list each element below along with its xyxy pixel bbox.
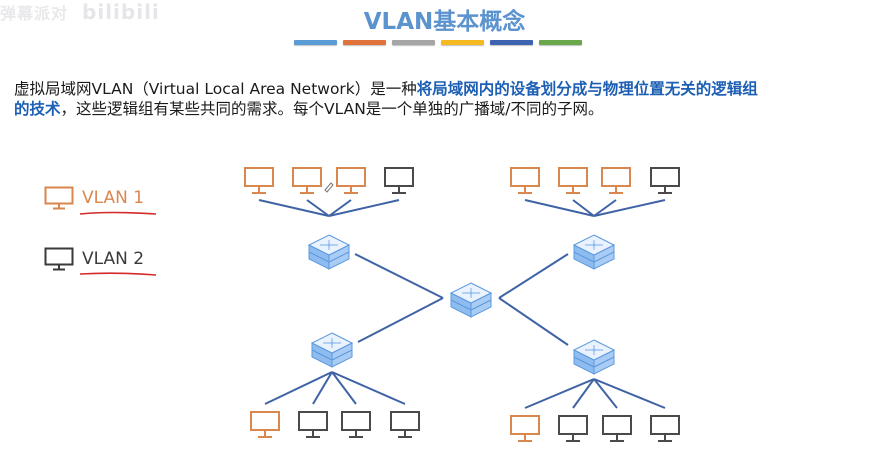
definition-paragraph: 虚拟局域网VLAN（Virtual Local Area Network）是一种… — [14, 79, 884, 119]
legend-text: VLAN 2 — [82, 249, 145, 269]
monitor-icon — [250, 411, 280, 438]
paragraph-highlight: 将局域网内的设备划分成与物理位置无关的逻辑组 — [416, 80, 758, 98]
network-link — [524, 199, 595, 217]
network-link — [593, 199, 666, 217]
monitor-icon — [292, 167, 322, 194]
core-switch-icon — [449, 282, 493, 318]
annotation-underline — [79, 211, 157, 215]
switch-top-right-icon — [572, 234, 616, 270]
monitor-icon — [602, 415, 632, 442]
monitor-icon — [650, 415, 680, 442]
monitor-icon — [244, 167, 274, 194]
bilibili-logo: bilibili — [82, 0, 160, 24]
paragraph-text: ，这些逻辑组有某些共同的需求。每个VLAN是一个单独的广播域/不同的子网。 — [60, 100, 604, 118]
monitor-icon — [390, 411, 420, 438]
monitor-icon — [601, 167, 631, 194]
legend-label: VLAN 2 — [79, 249, 157, 276]
network-link — [572, 378, 595, 409]
monitor-icon — [341, 411, 371, 438]
network-link — [593, 378, 618, 409]
color-bar — [490, 40, 533, 45]
annotation-underline — [79, 272, 157, 276]
color-bar — [392, 40, 435, 45]
paragraph-text: 虚拟局域网VLAN（Virtual Local Area Network）是一种 — [14, 80, 417, 98]
network-link — [306, 199, 330, 217]
legend-vlan1: VLAN 1 — [44, 186, 157, 215]
monitor-icon — [558, 415, 588, 442]
monitor-icon — [298, 411, 328, 438]
monitor-icon — [558, 167, 588, 194]
network-link — [498, 297, 569, 346]
network-link — [498, 253, 569, 299]
network-link — [593, 378, 666, 409]
network-link — [593, 199, 617, 217]
monitor-icon — [510, 415, 540, 442]
network-link — [264, 371, 333, 405]
color-bar — [343, 40, 386, 45]
network-link — [354, 253, 444, 299]
legend-label: VLAN 1 — [79, 188, 157, 215]
pencil-cursor-icon — [324, 182, 334, 193]
watermark: 弹幕派对 bilibili — [0, 0, 160, 24]
switch-bottom-left-icon — [310, 332, 354, 368]
legend-text: VLAN 1 — [82, 188, 145, 208]
switch-bottom-right-icon — [572, 339, 616, 375]
network-link — [572, 199, 595, 217]
monitor-icon — [384, 167, 414, 194]
network-link — [524, 378, 595, 409]
monitor-icon — [44, 247, 74, 271]
network-link — [328, 199, 352, 217]
network-link — [258, 199, 330, 217]
network-link — [328, 199, 400, 217]
legend-vlan2: VLAN 2 — [44, 247, 157, 276]
monitor-icon — [44, 186, 74, 210]
network-link — [331, 371, 406, 405]
network-link — [312, 371, 333, 405]
monitor-icon — [650, 167, 680, 194]
color-bar — [294, 40, 337, 45]
color-bar — [441, 40, 484, 45]
paragraph-highlight: 的技术 — [14, 100, 61, 118]
color-bar — [539, 40, 582, 45]
title-color-bars — [294, 40, 582, 45]
network-link — [331, 371, 357, 405]
watermark-text: 弹幕派对 — [0, 4, 69, 23]
monitor-icon — [336, 167, 366, 194]
switch-top-left-icon — [307, 234, 351, 270]
network-link — [357, 297, 444, 343]
monitor-icon — [510, 167, 540, 194]
page-title: VLAN基本概念 — [363, 9, 526, 35]
